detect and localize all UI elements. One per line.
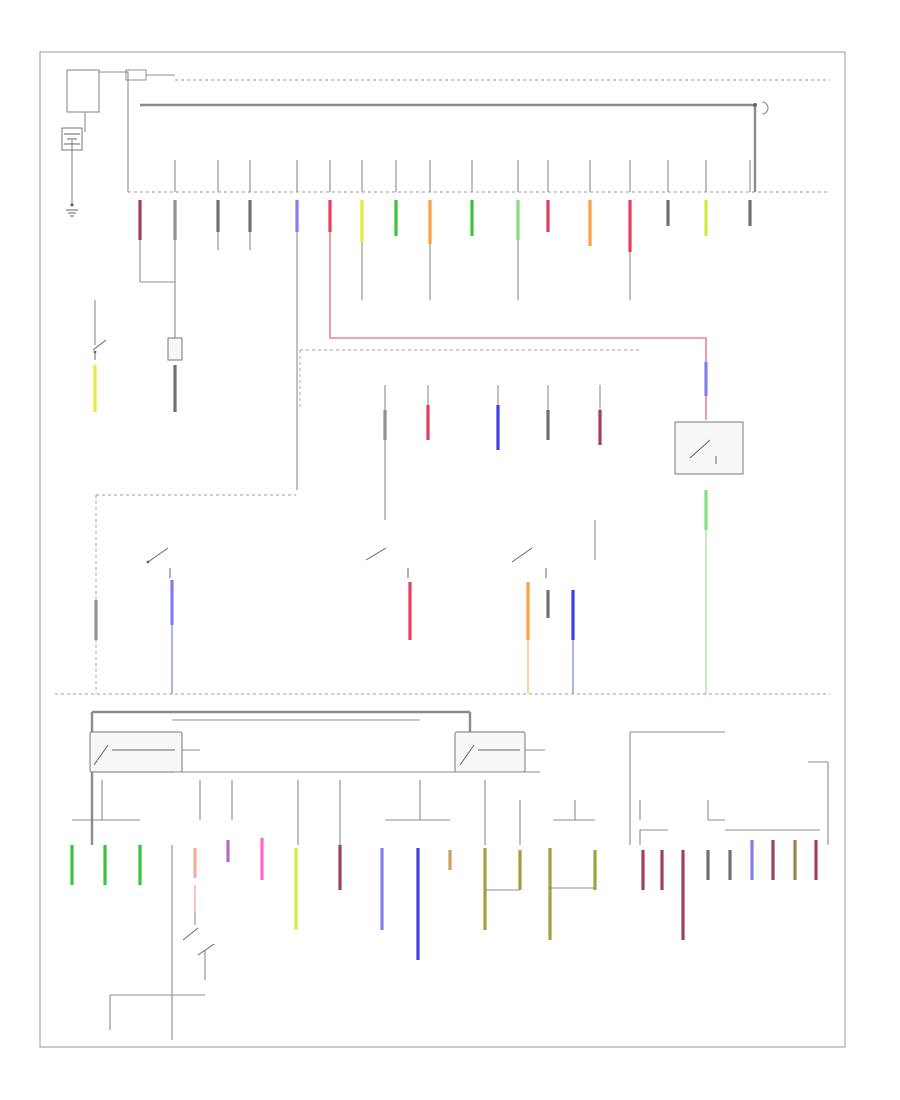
lower-wire-drops <box>70 838 818 960</box>
upper-wire-drops <box>138 200 752 252</box>
ignition-switch-box <box>674 421 744 475</box>
battery-section <box>61 69 175 217</box>
battery-icon <box>61 127 83 151</box>
diagram-frame <box>39 51 846 1048</box>
relay-icon <box>89 731 183 773</box>
left-switch-group <box>92 300 183 412</box>
main-bus-rail <box>140 103 757 192</box>
middle-wire-drops <box>383 405 602 450</box>
upper-fuse-block <box>174 160 751 192</box>
ground-icon <box>66 209 78 217</box>
relay-icon <box>454 731 526 773</box>
fuse-icon <box>174 160 751 192</box>
relay-icon <box>167 337 183 361</box>
middle-switch-row <box>146 547 575 694</box>
